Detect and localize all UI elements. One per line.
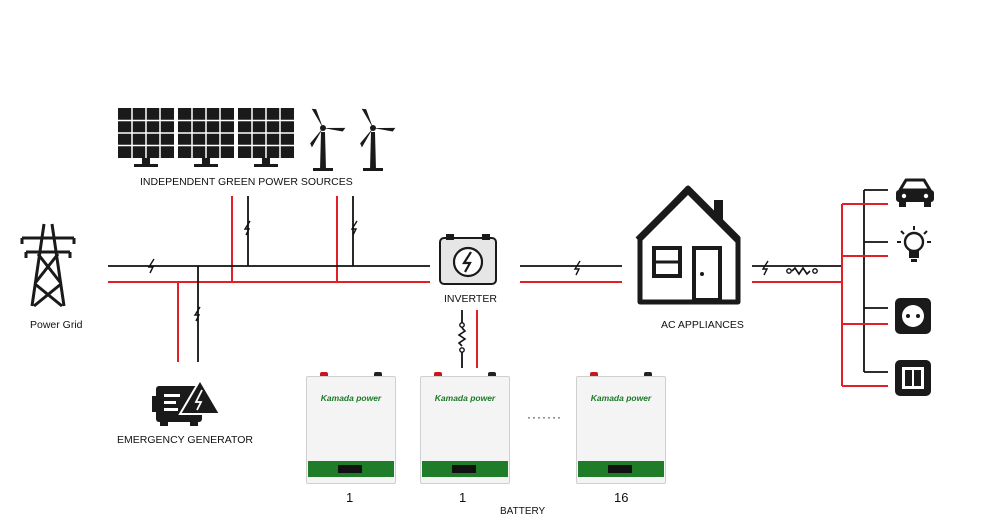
transmission-tower-icon [20, 223, 76, 308]
car-icon [896, 178, 934, 207]
inverter-icon [439, 234, 497, 285]
solar-panel-icon [238, 108, 294, 167]
solar-panel-icon [118, 108, 174, 167]
battery-brand: Kamada power [320, 393, 382, 403]
battery-number: 16 [614, 490, 629, 505]
fuse-icon [457, 322, 467, 353]
battery-unit: Kamada power [306, 372, 396, 484]
battery-brand: Kamada power [590, 393, 652, 403]
power-grid-label: Power Grid [30, 319, 83, 331]
battery-body: Kamada power [420, 376, 510, 484]
battery-body: Kamada power [576, 376, 666, 484]
positive-terminal [320, 372, 328, 378]
battery-label: BATTERY [500, 506, 546, 517]
wind-turbine-icon [360, 108, 396, 171]
battery-number: 1 [346, 490, 354, 505]
battery-number: 1 [459, 490, 467, 505]
negative-terminal [644, 372, 652, 378]
battery-panel [308, 461, 394, 477]
green-sources-label: INDEPENDENT GREEN POWER SOURCES [140, 176, 353, 188]
battery-display [452, 465, 476, 473]
emergency-generator-label: EMERGENCY GENERATOR [117, 434, 253, 446]
positive-terminal [434, 372, 442, 378]
battery-display [338, 465, 362, 473]
battery-unit: Kamada power [420, 372, 510, 484]
positive-terminal [590, 372, 598, 378]
power-socket-icon [895, 298, 931, 334]
battery-ellipsis: ······· [527, 410, 562, 424]
battery-body: Kamada power [306, 376, 396, 484]
inverter-label: INVERTER [444, 293, 497, 305]
house-icon [635, 185, 741, 305]
battery-display [608, 465, 632, 473]
battery-brand: Kamada power [434, 393, 496, 403]
fuse-icon [786, 266, 818, 276]
negative-terminal [488, 372, 496, 378]
light-bulb-icon [897, 226, 931, 262]
negative-terminal [374, 372, 382, 378]
wind-turbine-icon [310, 108, 346, 171]
battery-unit: Kamada power [576, 372, 666, 484]
generator-icon [152, 378, 222, 426]
ac-appliances-label: AC APPLIANCES [661, 319, 744, 331]
battery-panel [578, 461, 664, 477]
switch-icon [895, 360, 931, 396]
battery-panel [422, 461, 508, 477]
solar-panel-icon [178, 108, 234, 167]
